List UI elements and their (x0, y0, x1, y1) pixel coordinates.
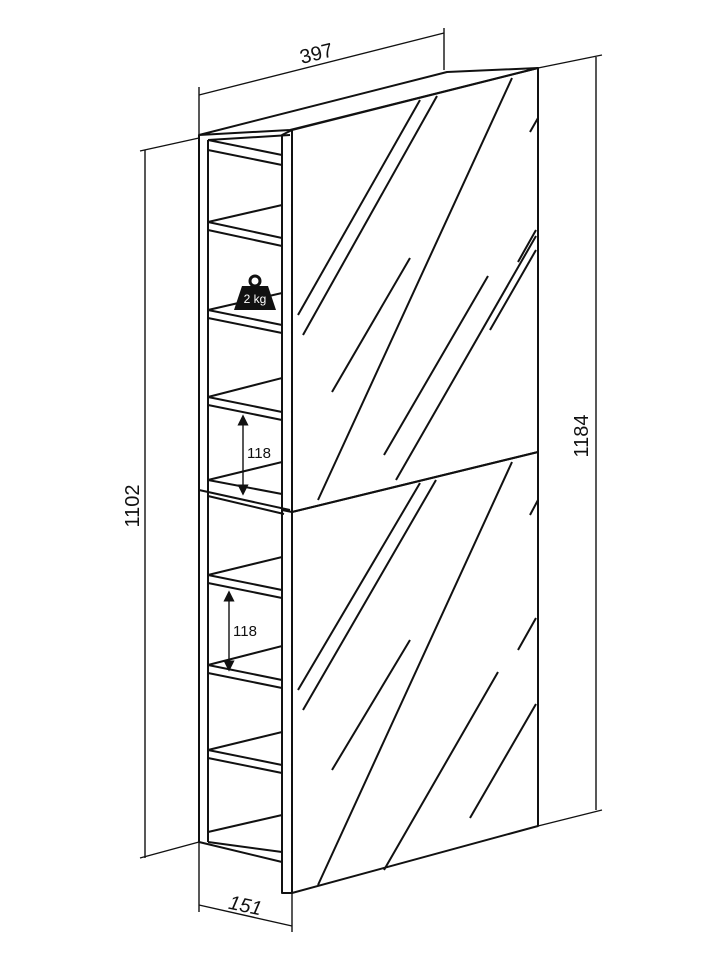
reflection-line (517, 617, 537, 651)
reflection-line (302, 95, 438, 336)
dimension-carcass-height (139, 137, 200, 859)
carcass-top-inner (207, 134, 291, 141)
shelf (207, 149, 283, 166)
reflection-line (383, 275, 489, 456)
weight-icon-ring (248, 274, 262, 288)
shelf-spacing-upper-label: 118 (247, 445, 271, 462)
weight-label: 2 kg (244, 292, 267, 306)
reflection-line (383, 671, 499, 871)
shelf-front (207, 229, 283, 247)
weight-icon-body (234, 286, 276, 310)
dimension-depth (198, 842, 293, 932)
mirror-doors (281, 67, 539, 894)
reflection-line (317, 461, 513, 886)
reflection-line (317, 77, 513, 501)
reflection-line (469, 703, 537, 819)
dimension-total-height (537, 54, 603, 827)
shelf (207, 139, 283, 156)
shelf-front (207, 404, 283, 421)
carcass-top-panel (198, 67, 539, 136)
carcass-bottom-edge (198, 841, 283, 863)
shelf-front (207, 757, 283, 774)
reflection-line (529, 117, 539, 133)
dim-extension (139, 137, 200, 152)
reflection-line (489, 249, 537, 331)
dim-extension (537, 809, 603, 827)
total-height-label: 1184 (571, 414, 593, 457)
reflection-line (517, 229, 537, 263)
door-seam (281, 509, 293, 513)
reflection-line (395, 235, 537, 481)
reflection-line (331, 257, 411, 393)
weight-icon (234, 274, 276, 310)
dim-extension (139, 841, 200, 859)
shelf-front (207, 317, 283, 334)
dim-line (198, 32, 445, 96)
reflection-line (297, 482, 421, 691)
reflection-line (331, 639, 411, 771)
shelf-spacing-lower-label: 118 (233, 623, 257, 640)
dim-extension (537, 54, 603, 69)
carcass-bottom-inner (207, 841, 283, 853)
reflection-line (529, 499, 539, 516)
shelf-front (207, 672, 283, 689)
carcass-height-label: 1102 (122, 484, 144, 527)
mirror-reflections (297, 77, 539, 886)
carcass-mid-divider (198, 489, 291, 511)
shelf-front (207, 582, 283, 599)
depth-label: 151 (227, 892, 264, 920)
reflection-line (302, 479, 437, 711)
dimension-width (198, 28, 445, 135)
dim-line (198, 904, 293, 927)
carcass-mid-divider-inner (207, 495, 285, 515)
width-label: 397 (298, 39, 336, 68)
reflection-line (297, 99, 421, 316)
shelf (207, 460, 283, 496)
